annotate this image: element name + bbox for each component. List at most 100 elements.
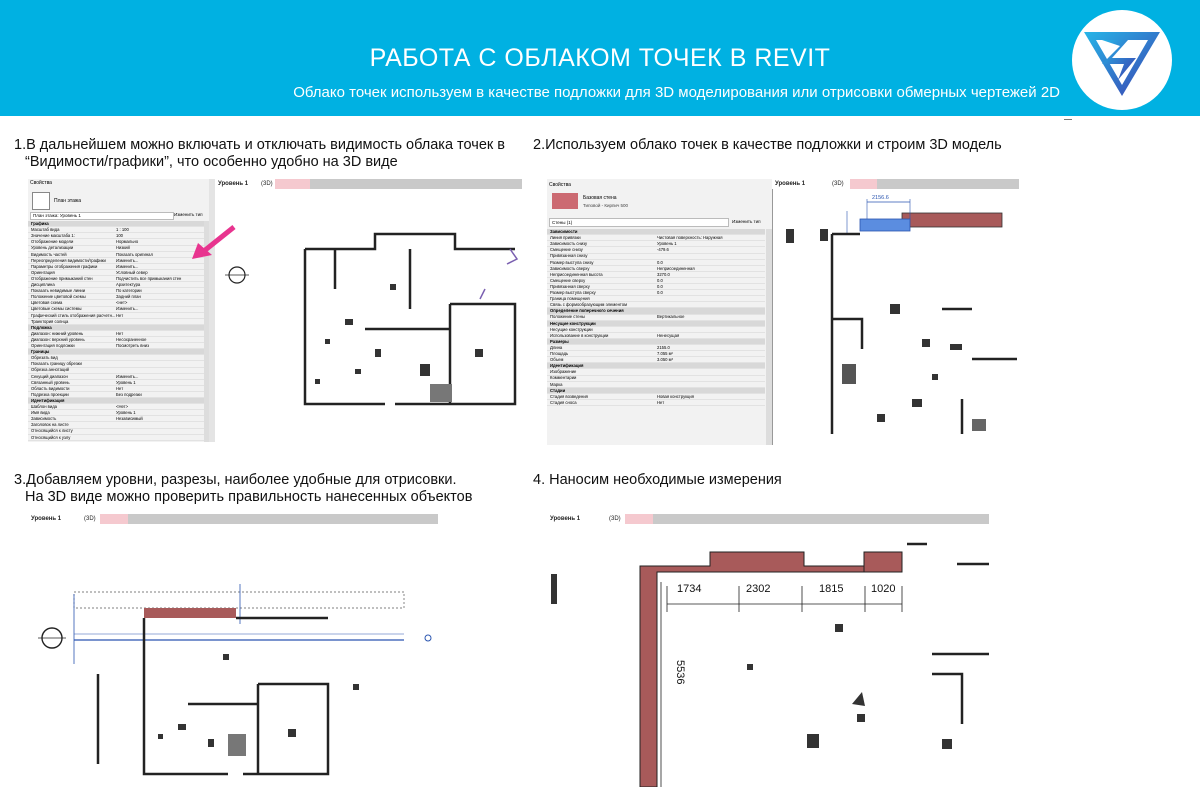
property-row[interactable]: Обрезать вид [28,355,204,362]
tab-level-1[interactable]: Уровень 1 (3D) [28,514,128,524]
property-group[interactable]: Графика [28,221,204,228]
property-value[interactable]: Нормально [116,239,139,245]
property-value[interactable]: 7.055 м² [657,351,673,356]
property-value[interactable]: 0.0 [657,283,663,289]
property-row[interactable]: Связь с формообразующим элементом [547,302,765,309]
property-value[interactable]: Нет [116,330,124,336]
instance-selector[interactable]: План этажа: Уровень 1 [30,212,174,220]
property-row[interactable]: Значение масштаба 1:100 [28,233,204,240]
property-value[interactable]: -479.6 [657,247,669,253]
property-group[interactable]: Границы [28,349,204,356]
edit-type-button[interactable]: Изменить тип [732,219,761,224]
property-value[interactable]: Задний план [116,294,141,300]
property-value[interactable]: Новая конструкция [657,393,695,399]
property-row[interactable]: Изображение [547,369,765,376]
property-value[interactable]: 0.0 [657,259,663,265]
property-value[interactable]: <Нет> [116,404,129,409]
property-value[interactable]: 3.050 м³ [657,357,673,363]
edit-type-button[interactable]: Изменить тип [174,212,203,217]
property-group[interactable]: Идентификация [28,397,204,405]
property-row[interactable]: Относящийся к листу [28,428,204,435]
property-group[interactable]: Зависимости [547,229,765,236]
property-value[interactable]: Изменить... [116,263,139,269]
tab-level-1[interactable]: Уровень 1 (3D) [772,179,877,189]
property-value[interactable]: Изменить... [116,373,139,379]
property-row[interactable]: Заголовок на листе [28,422,204,429]
property-group[interactable]: Идентификация [547,363,765,370]
property-value[interactable]: Показать оригинал [116,251,153,257]
property-value[interactable]: Нет [116,385,124,391]
property-value[interactable]: 2155.0 [657,344,670,350]
property-value[interactable]: Нет [116,312,124,318]
property-value[interactable]: Уровень 1 [657,241,677,247]
property-group[interactable]: Несущие конструкции [547,320,765,327]
property-value[interactable]: 1 : 100 [116,227,129,233]
property-value[interactable]: Неприсоединенная [657,265,695,271]
property-value[interactable]: Архитектура [116,282,141,287]
property-value[interactable]: Посмотреть вниз [116,343,150,348]
property-value[interactable]: Вертикальное [657,314,685,320]
tab-level-1[interactable]: Уровень 1 (3D) [215,179,310,189]
property-group[interactable]: Размеры [547,338,765,346]
property-value[interactable]: 3270.0 [657,271,670,277]
property-value[interactable]: Подчистить все примыкания стен [116,275,182,281]
property-row[interactable]: Комментарии [547,375,765,382]
instance-selector[interactable]: Стены (1) [549,218,729,227]
property-group[interactable]: Подложка [28,324,204,331]
properties-scrollbar[interactable] [766,229,772,445]
property-row[interactable]: Траектория солнца [28,319,204,325]
property-value[interactable]: 100 [116,233,123,239]
property-value[interactable]: 0.0 [657,290,663,295]
property-value[interactable]: <нет> [116,300,128,306]
property-row[interactable]: Марка [547,382,765,388]
property-value[interactable]: Независимый [116,416,143,422]
property-row[interactable]: Показать границу обрезки [28,361,204,368]
property-value[interactable]: Чистовая поверхность: Наружная [657,235,723,241]
property-value[interactable]: Изменить... [116,257,139,263]
property-value[interactable]: 0.0 [657,277,663,283]
property-value[interactable]: Несохраненное [116,336,147,342]
property-value[interactable]: Нет [657,399,665,405]
property-value[interactable]: По категории [116,288,142,294]
property-row[interactable]: Относящийся к узлу [28,435,204,441]
property-value[interactable]: Условный север [116,269,148,275]
property-value[interactable]: Уровень 1 [116,379,136,385]
property-row[interactable]: Смещение снизу-479.6 [547,247,765,254]
property-row[interactable]: Обрезка аннотаций [28,367,204,374]
property-group[interactable]: Стадии [547,387,765,394]
tab-level-1[interactable]: Уровень 1 (3D) [547,514,653,524]
property-row[interactable]: Графический стиль отображения расчетн...… [28,313,204,319]
property-value[interactable]: Ненесущая [657,332,680,338]
